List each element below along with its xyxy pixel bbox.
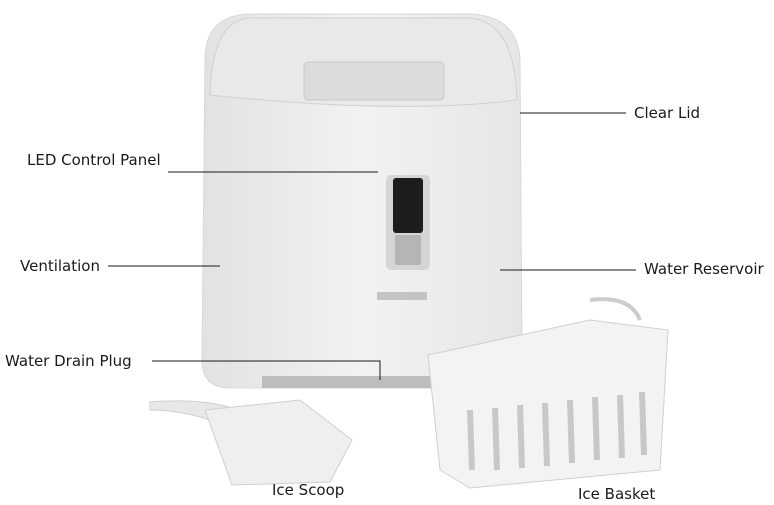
led-control-panel[interactable] bbox=[386, 175, 430, 270]
label-ventilation: Ventilation bbox=[20, 257, 100, 275]
leader-lines bbox=[108, 112, 636, 380]
clear-lid[interactable] bbox=[209, 17, 518, 107]
brand-logo bbox=[377, 292, 427, 300]
leader-drain-plug bbox=[152, 360, 381, 380]
ice-scoop bbox=[149, 399, 353, 486]
label-clear-lid: Clear Lid bbox=[634, 104, 701, 122]
label-led-control-panel: LED Control Panel bbox=[27, 151, 161, 169]
label-ice-scoop: Ice Scoop bbox=[272, 481, 345, 499]
ice-basket bbox=[427, 297, 669, 489]
label-ice-basket: Ice Basket bbox=[578, 485, 656, 503]
label-water-drain-plug: Water Drain Plug bbox=[5, 352, 132, 370]
ice-maker-body bbox=[201, 13, 523, 389]
label-water-reservoir: Water Reservoir bbox=[644, 260, 764, 278]
